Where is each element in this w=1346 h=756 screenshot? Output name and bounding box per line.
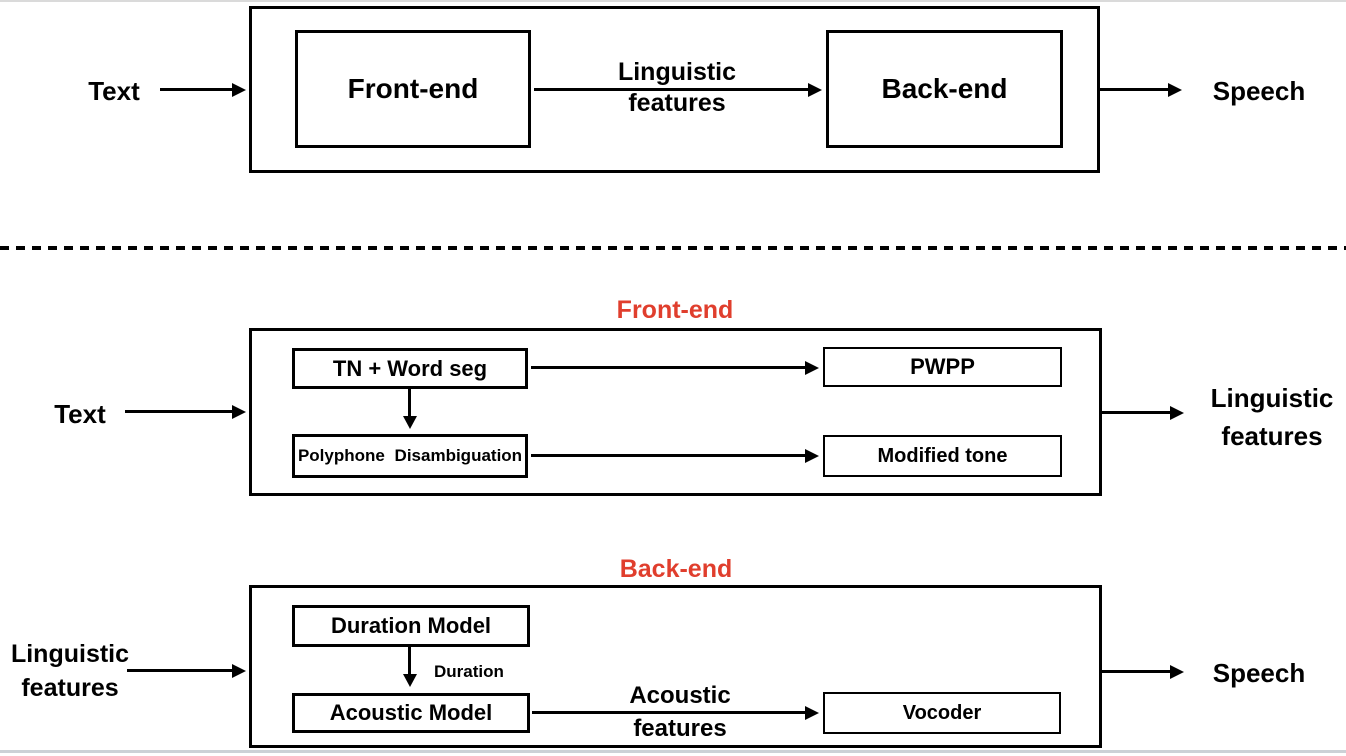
acoustic-model-box: Acoustic Model (292, 693, 530, 733)
arrow-backend-to-speech-icon (1102, 664, 1184, 679)
arrow-tn-to-polyphone-icon (402, 389, 417, 429)
vocoder-box: Vocoder (823, 692, 1061, 734)
arrow-tn-to-pwpp-icon (531, 360, 819, 375)
backend-output-label: Speech (1212, 658, 1306, 688)
arrow-text-to-overview-icon (160, 82, 246, 97)
frontend-input-label: Text (54, 399, 106, 429)
modified-tone-label: Modified tone (877, 444, 1008, 467)
frontend-section-title: Front-end (616, 296, 734, 324)
vocoder-label: Vocoder (902, 701, 982, 724)
duration-model-label: Duration Model (330, 613, 492, 638)
backend-container-box (249, 585, 1102, 748)
overview-backend-box: Back-end (826, 30, 1063, 148)
polyphone-label: Polyphone Disambiguation (297, 446, 523, 465)
overview-container-box (249, 6, 1100, 173)
arrow-text-to-frontend-icon (125, 404, 246, 419)
duration-model-box: Duration Model (292, 605, 530, 647)
arrow-linguistic-to-backend-icon (127, 663, 246, 678)
arrow-acoustic-to-vocoder-icon (532, 705, 819, 720)
pwpp-box: PWPP (823, 347, 1062, 387)
arrow-polyphone-to-modifiedtone-icon (531, 448, 819, 463)
arrow-duration-to-acoustic-icon (402, 647, 417, 687)
acoustic-link-label: Acoustic features (629, 682, 731, 742)
page-top-border (0, 0, 1346, 2)
dashed-divider (0, 246, 1346, 250)
acoustic-model-label: Acoustic Model (329, 700, 493, 725)
modified-tone-box: Modified tone (823, 435, 1062, 477)
tn-wordseg-label: TN + Word seg (332, 355, 488, 381)
overview-frontend-box: Front-end (295, 30, 531, 148)
overview-input-label: Text (88, 76, 140, 106)
overview-frontend-box-label: Front-end (347, 73, 479, 104)
overview-backend-box-label: Back-end (881, 73, 1008, 104)
pwpp-label: PWPP (910, 354, 975, 379)
polyphone-box: Polyphone Disambiguation (292, 434, 528, 478)
tn-wordseg-box: TN + Word seg (292, 348, 528, 389)
backend-section-title: Back-end (619, 555, 733, 583)
page-bottom-border (0, 750, 1346, 753)
overview-output-label: Speech (1212, 76, 1306, 106)
arrow-frontend-to-backend-icon (534, 82, 822, 97)
arrow-frontend-to-linguistic-icon (1102, 405, 1184, 420)
frontend-container-box (249, 328, 1102, 496)
backend-input-label: Linguistic features (10, 640, 130, 702)
duration-arrow-label: Duration (434, 662, 504, 681)
frontend-output-label: Linguistic features (1210, 383, 1334, 451)
arrow-overview-to-speech-icon (1100, 82, 1182, 97)
overview-link-label: Linguistic features (617, 58, 737, 117)
